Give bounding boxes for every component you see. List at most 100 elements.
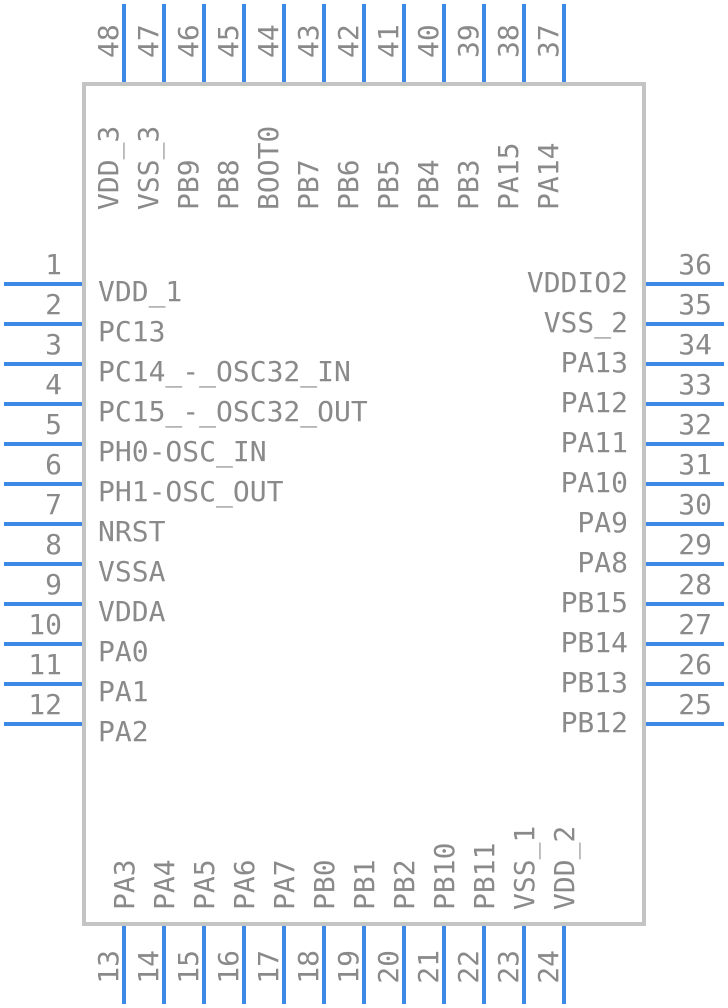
pin-name-45: PB8 (212, 159, 245, 210)
pin-number-42: 42 (332, 24, 365, 58)
pin-number-9: 9 (45, 568, 62, 601)
pin-name-46: PB9 (172, 159, 205, 210)
pin-number-31: 31 (678, 448, 712, 481)
pin-number-33: 33 (678, 368, 712, 401)
pin-name-11: PA1 (98, 675, 149, 708)
pin-number-5: 5 (45, 408, 62, 441)
pin-name-31: PA10 (561, 466, 628, 499)
pin-name-32: PA11 (561, 426, 628, 459)
pin-name-40: PB4 (412, 159, 445, 210)
pin-number-38: 38 (492, 24, 525, 58)
pin-number-22: 22 (452, 950, 485, 984)
pin-number-12: 12 (28, 688, 62, 721)
pin-number-30: 30 (678, 488, 712, 521)
pins-bottom: 13 PA3 14 PA4 15 PA5 16 PA6 17 PA7 18 PB0 19 PB1 20 PB2… (92, 826, 582, 1004)
pin-name-19: PB1 (348, 859, 381, 910)
pin-number-39: 39 (452, 24, 485, 58)
pin-name-10: PA0 (98, 635, 149, 668)
pin-number-10: 10 (28, 608, 62, 641)
pin-name-16: PA6 (228, 859, 261, 910)
pin-number-13: 13 (92, 950, 125, 984)
pin-name-30: PA9 (577, 506, 628, 539)
pin-name-20: PB2 (388, 859, 421, 910)
pin-name-48: VDD_3 (92, 126, 126, 210)
pin-name-2: PC13 (98, 315, 165, 348)
pin-number-19: 19 (332, 950, 365, 984)
pin-name-27: PB14 (561, 626, 628, 659)
pin-number-1: 1 (45, 248, 62, 281)
pin-number-4: 4 (45, 368, 62, 401)
pin-name-37: PA14 (532, 143, 565, 210)
pin-number-44: 44 (252, 24, 285, 58)
pin-name-9: VDDA (98, 595, 166, 628)
pin-number-20: 20 (372, 950, 405, 984)
pin-name-1: VDD_1 (98, 275, 182, 309)
pin-name-7: NRST (98, 515, 166, 548)
pin-name-36: VDDIO2 (527, 266, 628, 299)
pin-name-42: PB6 (332, 159, 365, 210)
pin-name-22: PB11 (468, 843, 501, 910)
pin-number-45: 45 (212, 24, 245, 58)
pin-number-25: 25 (678, 688, 712, 721)
pin-number-7: 7 (45, 488, 62, 521)
pin-name-38: PA15 (492, 143, 525, 210)
pin-number-28: 28 (678, 568, 712, 601)
pin-name-4: PC15_-_OSC32_OUT (98, 395, 368, 429)
pin-name-15: PA5 (188, 859, 221, 910)
pin-name-43: PB7 (292, 159, 325, 210)
pin-name-29: PA8 (577, 546, 628, 579)
pin-number-32: 32 (678, 408, 712, 441)
pin-name-13: PA3 (108, 859, 141, 910)
pin-name-25: PB12 (561, 706, 628, 739)
pin-name-6: PH1-OSC_OUT (98, 475, 284, 509)
pin-number-34: 34 (678, 328, 712, 361)
pin-number-47: 47 (132, 24, 165, 58)
pin-name-17: PA7 (268, 859, 301, 910)
pin-number-15: 15 (172, 950, 205, 984)
pin-number-16: 16 (212, 950, 245, 984)
pin-name-24: VDD_2 (548, 826, 582, 910)
pin-name-8: VSSA (98, 555, 166, 588)
pin-name-18: PB0 (308, 859, 341, 910)
pin-name-12: PA2 (98, 715, 149, 748)
pin-name-35: VSS_2 (544, 306, 628, 340)
pin-name-34: PA13 (561, 346, 628, 379)
pin-number-36: 36 (678, 248, 712, 281)
pin-number-37: 37 (532, 24, 565, 58)
pin-name-41: PB5 (372, 159, 405, 210)
pin-number-8: 8 (45, 528, 62, 561)
pin-number-2: 2 (45, 288, 62, 321)
pin-number-40: 40 (412, 24, 445, 58)
pin-name-5: PH0-OSC_IN (98, 435, 267, 469)
pin-number-3: 3 (45, 328, 62, 361)
pin-number-17: 17 (252, 950, 285, 984)
pin-number-46: 46 (172, 24, 205, 58)
pin-number-35: 35 (678, 288, 712, 321)
pin-number-29: 29 (678, 528, 712, 561)
chip-body (82, 82, 646, 926)
pin-name-28: PB15 (561, 586, 628, 619)
pin-name-47: VSS_3 (132, 126, 166, 210)
pin-name-14: PA4 (148, 859, 181, 910)
pin-number-27: 27 (678, 608, 712, 641)
pin-number-24: 24 (532, 950, 565, 984)
pin-number-18: 18 (292, 950, 325, 984)
pin-number-26: 26 (678, 648, 712, 681)
pin-number-43: 43 (292, 24, 325, 58)
pin-name-26: PB13 (561, 666, 628, 699)
pin-name-3: PC14_-_OSC32_IN (98, 355, 351, 389)
pin-number-6: 6 (45, 448, 62, 481)
pin-name-33: PA12 (561, 386, 628, 419)
pin-number-21: 21 (412, 950, 445, 984)
pin-name-21: PB10 (428, 843, 461, 910)
pin-name-44: BOOT0 (252, 126, 285, 210)
pin-name-39: PB3 (452, 159, 485, 210)
pin-number-41: 41 (372, 24, 405, 58)
pin-number-11: 11 (28, 648, 62, 681)
pin-number-23: 23 (492, 950, 525, 984)
pin-number-14: 14 (132, 950, 165, 984)
